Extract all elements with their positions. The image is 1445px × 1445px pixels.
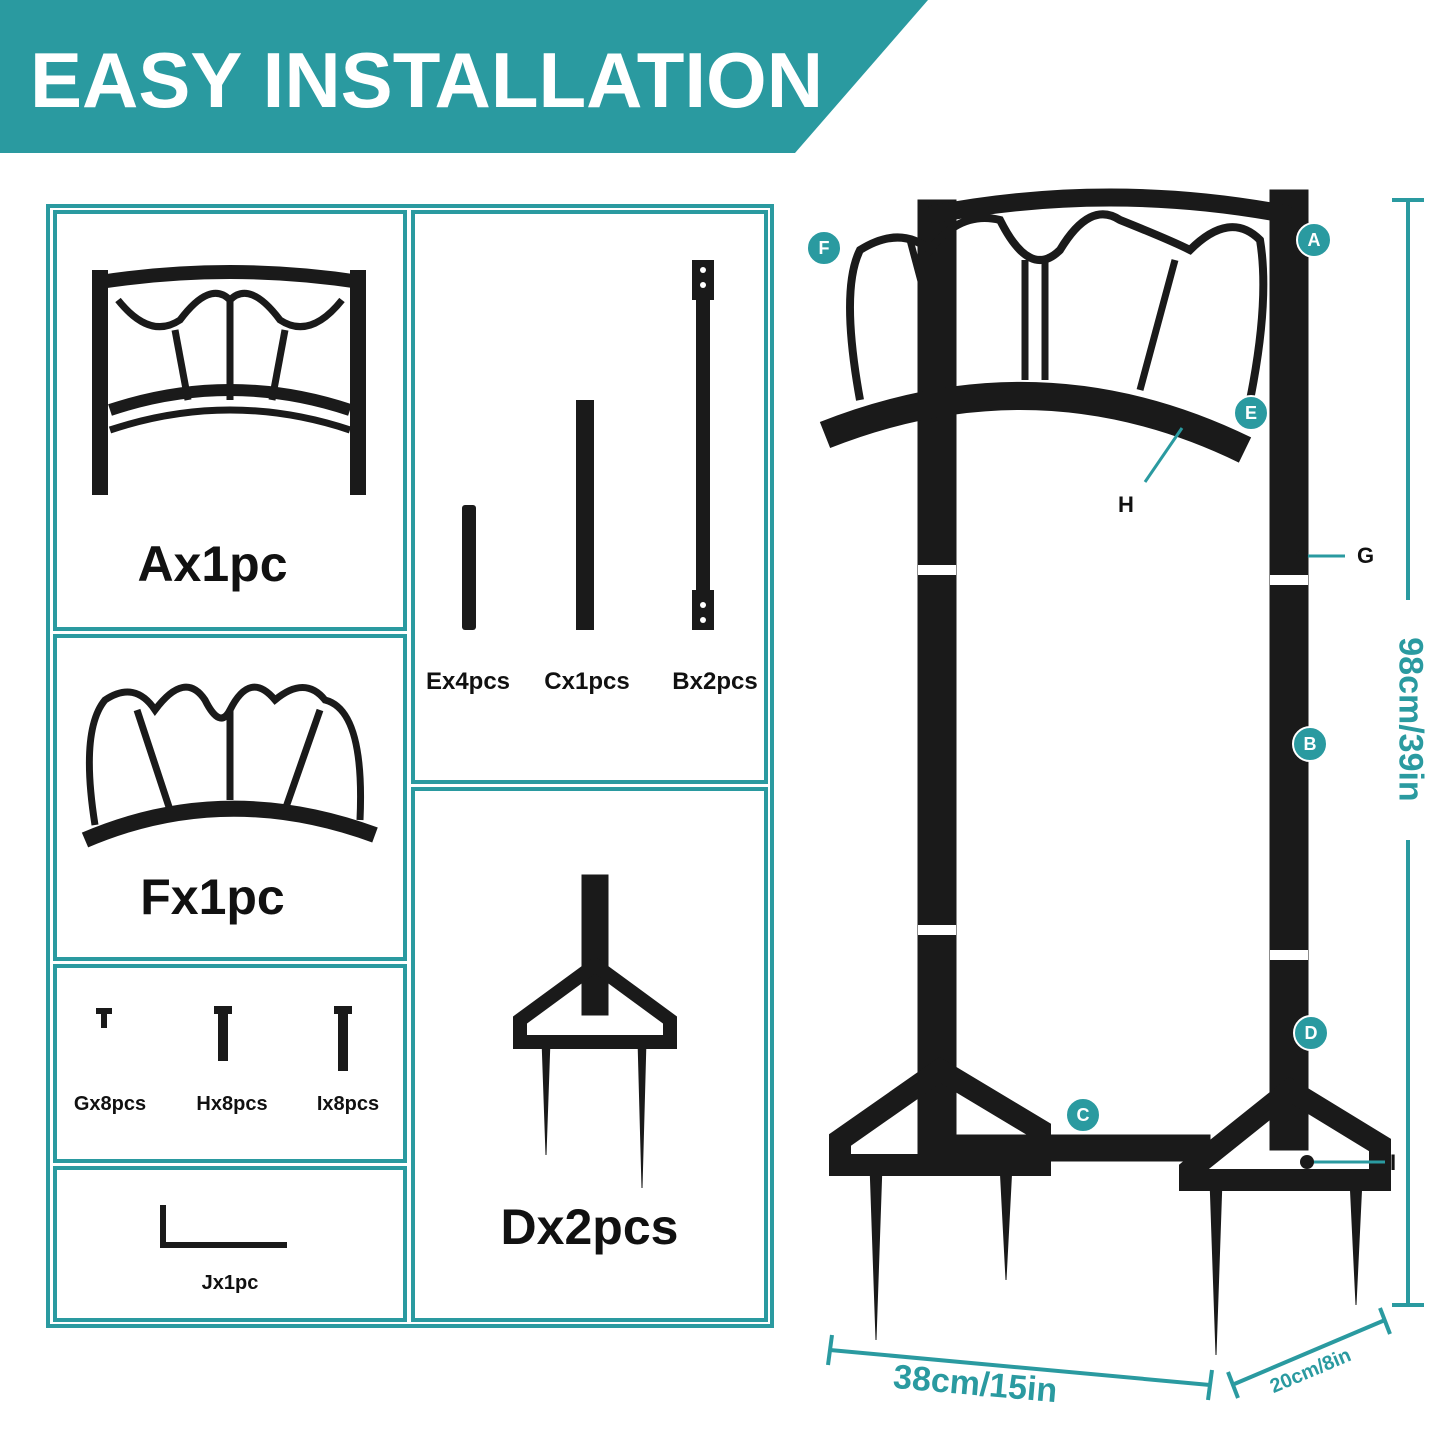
badge-e: E [1233,395,1269,431]
part-f-image [81,683,378,848]
part-e-label: Ex4pcs [425,668,511,695]
badge-a: A [1296,222,1332,258]
title-banner [0,0,928,153]
poles-image [462,260,714,630]
part-f-label: Fx1pc [140,869,285,925]
page-title: EASY INSTALLATION [30,36,824,124]
part-b-label: Bx2pcs [672,668,758,695]
callout-i: I [1390,1150,1397,1175]
part-g-label: Gx8pcs [73,1093,147,1115]
part-d-label: Dx2pcs [500,1199,679,1255]
part-a-label: Ax1pc [137,536,288,592]
part-d-image [513,874,677,1189]
part-a-image [92,265,366,495]
part-h-label: Hx8pcs [196,1093,268,1115]
badge-d: D [1293,1015,1329,1051]
hardware-image [96,1006,352,1071]
part-c-label: Cx1pcs [544,668,630,695]
callout-h: H [1118,492,1134,517]
badge-f: F [806,230,842,266]
part-i-label: Ix8pcs [316,1093,380,1115]
badge-c: C [1065,1097,1101,1133]
badge-b: B [1292,726,1328,762]
hex-key-image [160,1205,287,1248]
assembled-rack-image [819,188,1391,1356]
callout-g: G [1357,543,1375,568]
height-dimension: 98cm/39in [1391,637,1430,802]
part-j-label: Jx1pc [201,1272,259,1294]
